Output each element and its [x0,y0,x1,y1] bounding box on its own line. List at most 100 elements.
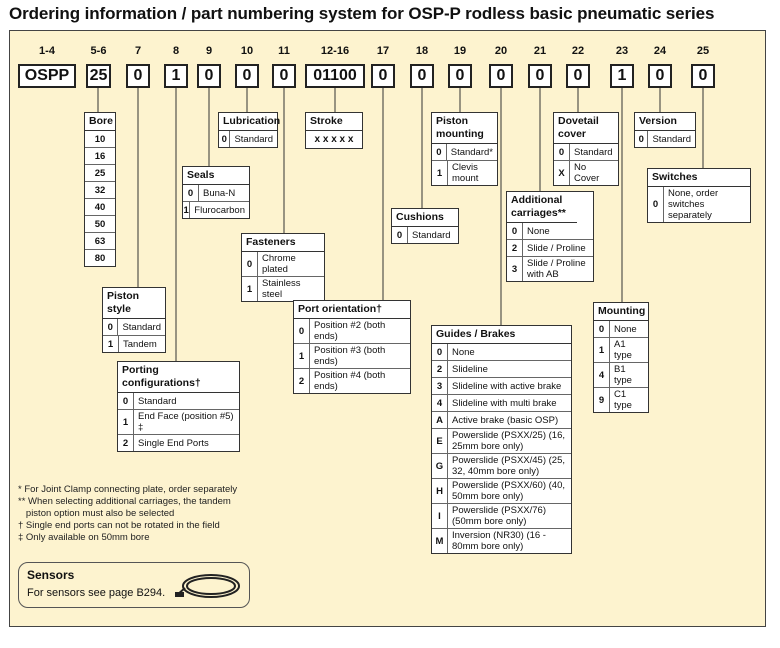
option-label: Slide / Proline with AB [527,258,586,280]
option-label: Powerslide (PSXX/76) (50mm bore only) [452,505,546,527]
bore-value: 10 [94,133,106,145]
option-code: 0 [594,321,610,337]
stroke-value: x x x x x [314,134,354,145]
option-row: 2 Slide / Proline [507,239,593,256]
position-label: 19 [453,45,467,57]
guides-title: Guides / Brakes [432,326,571,344]
code-box: 0 [371,64,395,88]
note: piston option must also be selected [18,508,175,519]
bore-row: 63 [85,232,115,249]
option-code: A [432,412,448,428]
piston-style-title: Piston style [103,288,165,319]
option-label: No Cover [574,162,600,184]
code-box: 0 [648,64,672,88]
code-box: 0 [528,64,552,88]
position-label: 9 [205,45,213,57]
option-code: 0 [183,185,199,201]
cushions-title: Cushions [392,209,458,227]
option-code: H [432,479,448,503]
position-label: 8 [172,45,180,57]
note: ‡ Only available on 50mm bore [18,532,150,543]
code-box: 1 [164,64,188,88]
option-label: C1 type [614,389,632,411]
carriages-title: Additional carriages** [507,192,577,223]
option-label: None [527,225,550,237]
option-label: Slideline with active brake [452,380,562,392]
option-code: 3 [507,257,523,281]
mounting-title: Mounting [594,303,648,321]
position-label: 22 [571,45,585,57]
position-label: 12-16 [320,45,350,57]
option-label: Standard* [450,146,493,158]
option-label: Inversion (NR30) (16 - 80mm bore only) [452,530,546,552]
bore-row: 10 [85,131,115,147]
position-label: 10 [240,45,254,57]
option-label: Flurocarbon [194,204,245,216]
option-label: Powerslide (PSXX/60) (40, 50mm bore only… [452,480,565,502]
option-code: E [432,429,448,453]
position-label: 1-4 [39,45,55,57]
option-code: 0 [294,319,310,343]
option-label: Slide / Proline [527,242,586,254]
sensors-title: Sensors [27,568,75,582]
option-code: 0 [507,223,523,239]
fasteners-title: Fasteners [242,234,324,252]
option-code: M [432,529,448,553]
option-code: G [432,454,448,478]
position-label: 11 [278,45,290,57]
position-label: 23 [615,45,629,57]
code-box: 01100 [305,64,365,88]
position-label: 18 [415,45,429,57]
option-code: 0 [118,393,134,409]
lubrication-title: Lubrication [219,113,280,131]
option-code: 1 [432,161,448,185]
option-label: B1 type [614,364,632,386]
option-code: 2 [507,240,523,256]
option-label: Standard [234,133,273,145]
sensors-link[interactable]: For sensors see page B294. [27,587,166,599]
option-code: 0 [219,131,231,147]
code-box: 0 [126,64,150,88]
option-code: 2 [294,369,310,393]
bore-title: Bore [85,113,115,131]
option-label: Stainless steel [262,278,301,300]
bore-row: 25 [85,164,115,181]
sensor-cable-icon [175,574,240,598]
option-label: Standard [652,133,691,145]
code-box: 0 [448,64,472,88]
option-label: Single End Ports [138,437,209,449]
bore-row: 32 [85,181,115,198]
option-label: Standard [574,146,613,158]
option-label: Position #4 (both ends) [314,370,386,392]
option-label: Powerslide (PSXX/25) (16, 25mm bore only… [452,430,565,452]
option-code: 0 [103,319,119,335]
option-code: 0 [242,252,258,276]
option-label: Standard [122,321,161,333]
